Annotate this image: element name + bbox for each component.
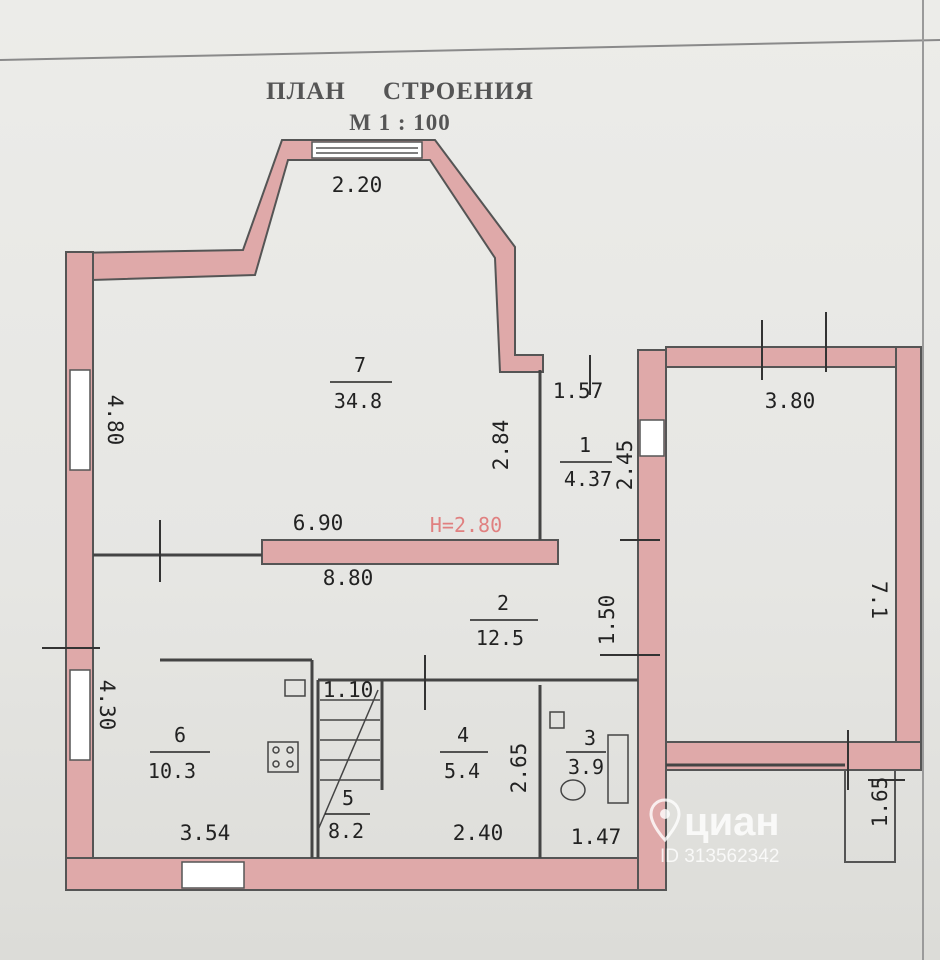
partitions (93, 370, 845, 858)
dim-hall-width: 1.57 (553, 379, 604, 403)
toilet-icon (560, 779, 586, 801)
dim-total-width: 8.80 (323, 566, 374, 590)
stove-burner (286, 760, 294, 768)
room-5-number: 5 (342, 786, 354, 810)
dim-ticks (42, 312, 905, 790)
wall-inner (261, 539, 559, 565)
dim-room4-width: 2.40 (453, 821, 504, 845)
stair-direction (317, 689, 379, 831)
bathtub-icon (607, 734, 629, 804)
room-labels: 7 34.8 1 4.37 2 12.5 6 10.3 5 8.2 4 5.4 … (148, 353, 612, 843)
room-2-number: 2 (497, 591, 509, 615)
stove-icon (267, 741, 299, 773)
stove-burner (286, 746, 294, 754)
wall-left (65, 251, 94, 891)
plan-scale: М 1 : 100 (349, 110, 451, 135)
dim-right-room-length: 7.1 (867, 581, 891, 619)
watermark-id: ID 313562342 (660, 846, 780, 867)
room-7-area: 34.8 (334, 389, 382, 413)
stove-burner (272, 746, 280, 754)
wall-annex-right (895, 346, 922, 748)
wall-bay (67, 139, 544, 373)
dim-stair-width: 1.10 (323, 678, 374, 702)
sink-icon (284, 679, 306, 697)
room-2-area: 12.5 (476, 626, 524, 650)
window-bottom (181, 861, 245, 889)
wall-annex-top (665, 346, 922, 368)
dim-left-lower: 4.30 (95, 680, 119, 731)
dimension-labels: 2.20 4.80 2.84 1.57 3.80 2.45 6.90 H=2.8… (95, 173, 892, 849)
map-pin-icon (649, 798, 681, 843)
fixtures (267, 679, 629, 804)
watermark-brand: циан (684, 800, 780, 844)
dim-right-room-width: 3.80 (765, 389, 816, 413)
window-middle (639, 419, 665, 457)
dim-room4-depth: 2.65 (507, 743, 531, 794)
window-left-lower (69, 669, 91, 761)
dim-hall-depth: 1.50 (595, 595, 619, 646)
room-5-area: 8.2 (328, 819, 364, 843)
dim-small-vertical: 2.45 (613, 440, 637, 491)
room-1-number: 1 (579, 433, 591, 457)
dim-porch: 1.65 (868, 777, 892, 828)
window-left-upper (69, 369, 91, 471)
wall-bottom (65, 857, 667, 891)
room-6-area: 10.3 (148, 759, 196, 783)
ceiling-height: H=2.80 (430, 513, 502, 537)
dim-inner-wall: 6.90 (293, 511, 344, 535)
room-7-number: 7 (354, 353, 366, 377)
stove-burner (272, 760, 280, 768)
room-3-area: 3.9 (568, 755, 604, 779)
room-4-area: 5.4 (444, 759, 480, 783)
room-4-number: 4 (457, 723, 469, 747)
frame-line-top (0, 39, 940, 61)
porch-outline (844, 769, 896, 863)
dim-top-bay: 2.20 (332, 173, 383, 197)
stairs (317, 689, 380, 831)
dim-kitchen-width: 3.54 (180, 821, 231, 845)
dim-left-upper: 4.80 (103, 395, 127, 446)
dim-room7-right: 2.84 (489, 420, 513, 471)
window-top (311, 141, 423, 159)
room-1-area: 4.37 (564, 467, 612, 491)
dim-bath-width: 1.47 (571, 825, 622, 849)
room-3-number: 3 (584, 726, 596, 750)
washbasin-icon (549, 711, 565, 729)
room-6-number: 6 (174, 723, 186, 747)
windows (69, 141, 665, 889)
plan-title: ПЛАН СТРОЕНИЯ (266, 78, 534, 105)
